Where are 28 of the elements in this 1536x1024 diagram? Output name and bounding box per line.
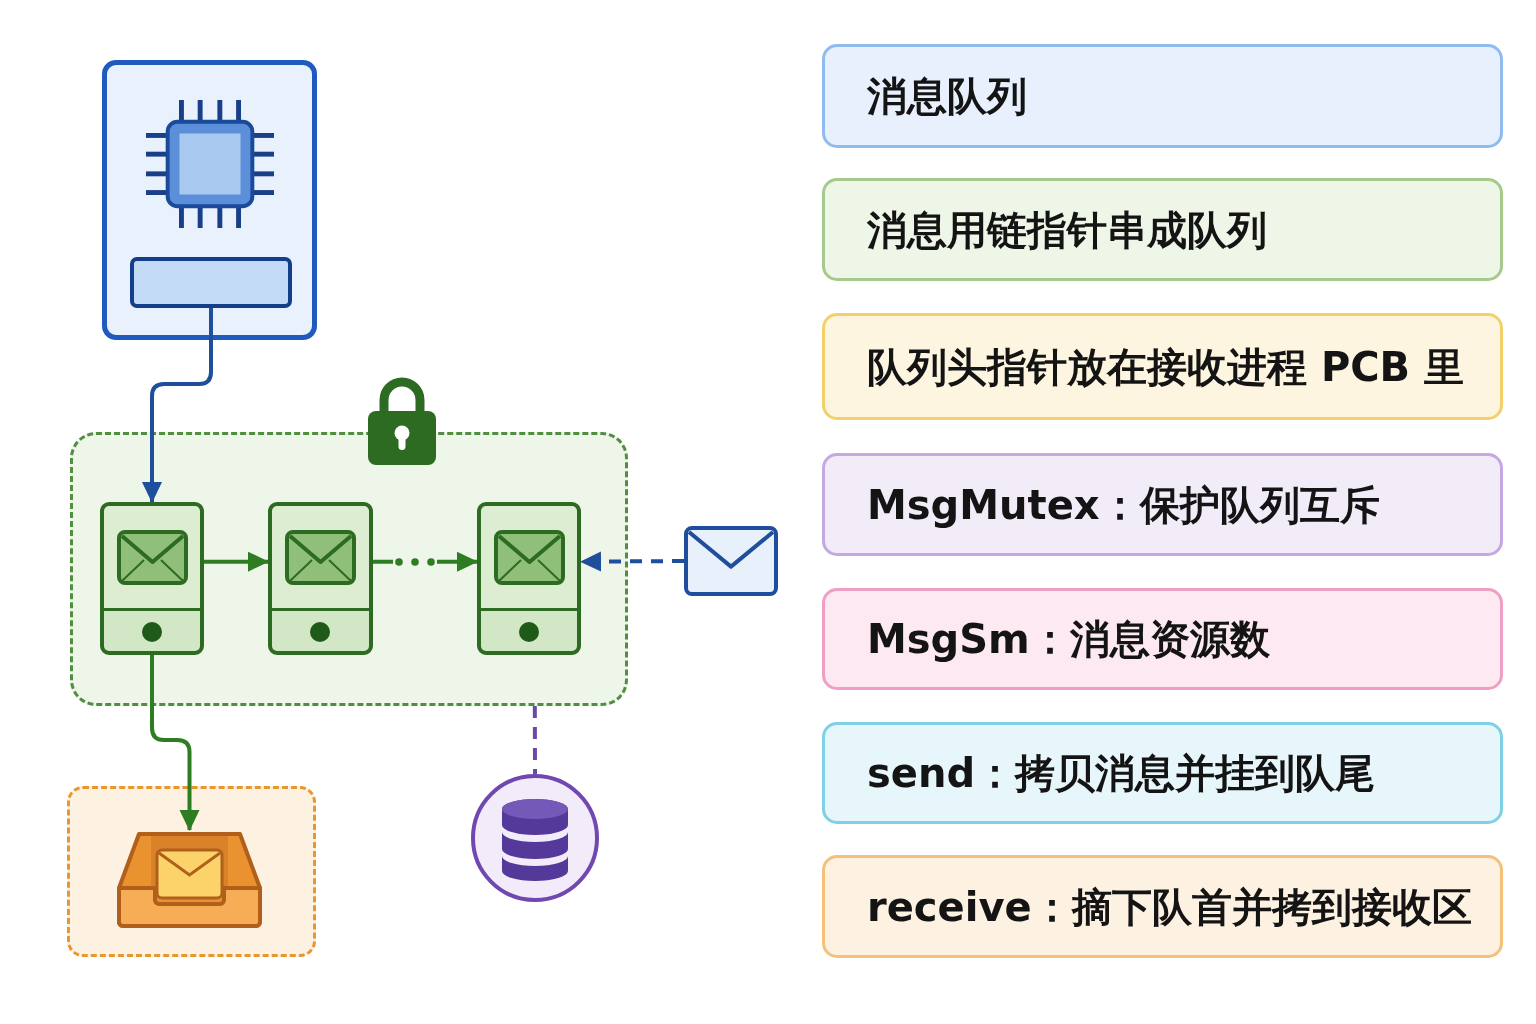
arrow — [204, 551, 269, 572]
process-card — [102, 60, 317, 340]
arrow — [142, 308, 213, 503]
dashed-area — [67, 786, 316, 957]
note-card — [822, 453, 1503, 556]
dashed-group-area — [70, 432, 628, 706]
note-text: MsgMutex：保护队列互斥 — [867, 480, 1380, 529]
message-card — [100, 502, 204, 655]
inbox-tray-icon — [117, 830, 262, 928]
note-card — [822, 313, 1503, 420]
envelope-icon — [684, 526, 778, 596]
note-card — [822, 44, 1503, 148]
note-text: 消息用链指针串成队列 — [867, 205, 1267, 254]
note-text: 消息队列 — [867, 72, 1027, 120]
note-card — [822, 178, 1503, 281]
note-card — [822, 588, 1503, 690]
note-card — [822, 855, 1503, 958]
note-card — [822, 722, 1503, 824]
dashed-line — [532, 706, 537, 774]
message-card — [268, 502, 373, 655]
rounded-bar — [130, 257, 292, 308]
dashed-arrow — [580, 551, 684, 572]
note-text: MsgSm：消息资源数 — [867, 615, 1270, 663]
arrow — [150, 655, 200, 831]
message-card — [477, 502, 581, 655]
note-text: 队列头指针放在接收进程 PCB 里 — [867, 342, 1464, 391]
note-text: receive：摘下队首并拷到接收区 — [867, 882, 1472, 931]
note-text: send：拷贝消息并挂到队尾 — [867, 749, 1376, 797]
